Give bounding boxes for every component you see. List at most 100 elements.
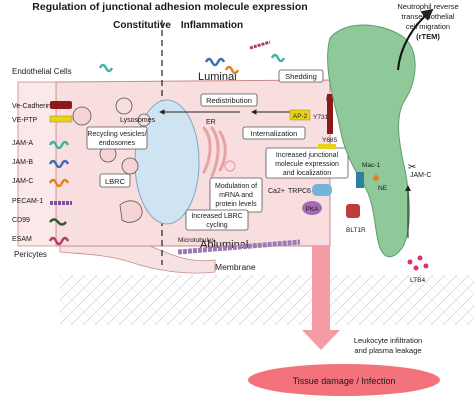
microtubules-label: Microtubules <box>178 237 216 244</box>
rtem-arrow <box>397 8 434 71</box>
ne-label: NE <box>378 185 388 192</box>
ap2-shape <box>289 109 311 121</box>
legend: Ve-Cadherin VE-PTP JAM-A JAM-B JAM-C PEC… <box>12 101 73 246</box>
jam-c-swatch <box>48 178 70 188</box>
neutrophil-label-3: cell migration <box>406 22 450 31</box>
blt1r-label: BLT1R <box>346 227 366 234</box>
calcium-label: Ca2+ <box>268 188 285 195</box>
redistribution-box <box>200 93 258 107</box>
shedding-box <box>278 69 324 83</box>
y685-label: Y685 <box>322 137 338 144</box>
basement-membrane-mesh <box>60 275 474 325</box>
pka-label: PKA <box>305 206 319 213</box>
legend-esam: ESAM <box>12 236 70 246</box>
tissue-damage-label: Tissue damage / Infection <box>293 376 396 386</box>
lbrc-box <box>99 173 131 188</box>
luminal-jam-a <box>98 63 114 73</box>
leukocyte-label-2: and plasma leakage <box>354 346 421 355</box>
ltb4-dot <box>407 259 413 265</box>
increased-lbrc-box <box>185 209 249 231</box>
ltb4-dot <box>423 263 429 269</box>
legend-label: ESAM <box>12 236 32 243</box>
cd99-swatch <box>49 218 67 226</box>
recycling-vesicle <box>72 106 92 126</box>
recycling-box <box>86 126 148 150</box>
recycling-label-1: Recycling vesicles/ <box>87 131 146 138</box>
increased-lbrc-label-1: Increased LBRC <box>191 213 242 220</box>
column-constitutive: Constitutive <box>113 20 171 31</box>
recycling-label-2: endosomes <box>99 140 136 147</box>
legend-jam-c: JAM-C <box>12 178 70 188</box>
modulation-label-2: mRNA and <box>219 192 253 199</box>
ve-cadherin-swatch <box>50 101 72 109</box>
ap2-label: AP-2 <box>293 113 308 120</box>
increased-expression-box <box>265 147 349 179</box>
microtubule <box>177 239 301 255</box>
ve-ptp-swatch <box>49 115 73 123</box>
junction-ve-cadherin <box>327 94 333 134</box>
lbrc-compartment <box>119 200 143 223</box>
legend-label: JAM-B <box>12 159 33 166</box>
legend-ve-ptp: VE-PTP <box>12 115 73 124</box>
er-label: ER <box>206 119 216 126</box>
increased-lbrc-label-2: cycling <box>206 222 228 229</box>
increased-expression-label-2: molecule expression <box>275 161 339 168</box>
recycling-vesicle <box>121 157 139 175</box>
jam-b-swatch <box>48 159 70 169</box>
luminal-label: Luminal <box>198 71 237 83</box>
legend-cd99: CD99 <box>12 217 67 226</box>
jamc-label: JAM-C <box>410 172 431 179</box>
shed-molecule <box>270 53 286 63</box>
internalization-box <box>242 126 306 140</box>
legend-label: CD99 <box>12 217 30 224</box>
increased-expression-label-1: Increased junctional <box>276 152 339 159</box>
jam-a-swatch <box>48 140 70 150</box>
increased-expression-label-3: and localization <box>283 170 331 177</box>
ltb4-dot <box>413 265 419 271</box>
legend-jam-b: JAM-B <box>12 159 70 169</box>
lbrc-label: LBRC <box>105 177 126 186</box>
modulation-label-1: Modulation of <box>215 183 257 190</box>
legend-label: JAM-A <box>12 140 33 147</box>
pericytes-label: Pericytes <box>14 250 47 259</box>
ltb4-label: LTB4 <box>410 277 425 284</box>
mac1-label: Mac-1 <box>362 162 380 169</box>
internalization-label: Internalization <box>251 129 298 138</box>
figure-title: Regulation of junctional adhesion molecu… <box>32 1 307 13</box>
legend-label: JAM-C <box>12 178 33 185</box>
cleaved-jamc-icon: ✂ <box>408 162 416 173</box>
leukocyte-label-1: Leukocyte infiltration <box>354 336 422 345</box>
legend-label: PECAM-1 <box>12 198 43 205</box>
legend-ve-cadherin: Ve-Cadherin <box>12 101 72 110</box>
tissue-damage-ellipse <box>248 364 440 396</box>
neutrophil-label-1: Neutrophil reverse <box>397 2 458 11</box>
y731-label: Y731 <box>313 114 329 121</box>
blt1r-receptor <box>346 204 360 218</box>
shedding-label: Shedding <box>285 72 317 81</box>
neutrophil-cell <box>327 24 416 258</box>
esam-swatch <box>48 236 70 246</box>
mrna-symbol <box>224 160 236 172</box>
infiltration-arrow <box>302 246 340 350</box>
legend-jam-a: JAM-A <box>12 140 70 150</box>
endothelial-cells-label: Endothelial Cells <box>12 67 72 76</box>
mac1-receptor <box>356 172 364 188</box>
luminal-jam-b <box>204 57 226 67</box>
modulation-label-3: protein levels <box>215 201 257 208</box>
junction-ve-ptp <box>318 144 336 149</box>
trpc6-label: TRPC6 <box>288 188 311 195</box>
trpc6-channel <box>312 184 332 196</box>
column-inflammation: Inflammation <box>181 20 243 31</box>
shed-molecule <box>249 40 271 50</box>
endothelial-cell-left <box>17 81 57 247</box>
legend-label: Ve-Cadherin <box>12 103 51 110</box>
lysosomes-label: Lysosomes <box>120 117 156 124</box>
ne-dot <box>373 175 379 181</box>
redistribution-label: Redistribution <box>206 96 252 105</box>
lysosome <box>137 113 151 127</box>
rtem-label: (rTEM) <box>416 32 440 41</box>
luminal-jam-c <box>224 65 240 75</box>
lysosome <box>115 97 133 115</box>
pka-shape <box>302 201 322 215</box>
